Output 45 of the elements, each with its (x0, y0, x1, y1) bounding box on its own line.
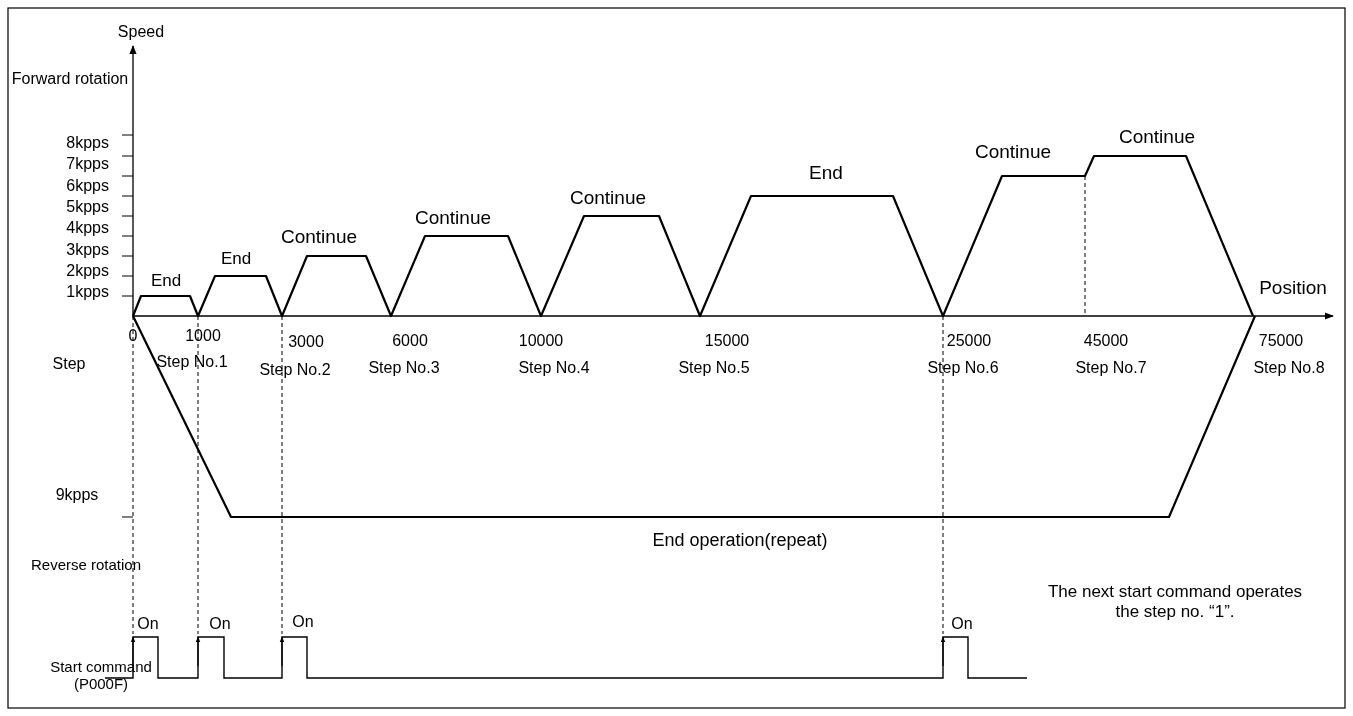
step-label: Step No.6 (927, 358, 999, 378)
position-value: 1000 (185, 326, 221, 346)
operation-label: Continue (974, 141, 1052, 163)
operation-label: Continue (569, 187, 647, 209)
tick-label: 1kpps (66, 282, 109, 302)
operation-label: Continue (1118, 126, 1196, 148)
position-value: 6000 (392, 331, 428, 351)
tick-label: 5kpps (66, 197, 109, 217)
step-label: Step No.5 (678, 358, 750, 378)
position-value: 3000 (288, 332, 324, 352)
step-label: Step No.2 (259, 360, 331, 380)
position-value: 25000 (946, 331, 992, 351)
step-label: Step No.4 (518, 358, 590, 378)
position-value: 75000 (1258, 331, 1304, 351)
tick-label: 7kpps (66, 154, 109, 174)
step-label: Step No.1 (156, 352, 228, 372)
operation-label: End (150, 271, 182, 291)
signal-state-label: On (292, 612, 314, 632)
row-label: Step (52, 354, 86, 374)
step-label: Step No.7 (1075, 358, 1147, 378)
step-label: Step No.3 (368, 358, 440, 378)
tick-label: 9kpps (55, 485, 99, 505)
operation-label: End (809, 162, 843, 184)
signal-state-label: On (951, 614, 973, 634)
tick-label: 8kpps (66, 133, 109, 153)
tick-label: 2kpps (66, 261, 109, 281)
position-value: 45000 (1083, 331, 1129, 351)
operation-label: Continue (280, 226, 358, 248)
operation-label: Continue (414, 207, 492, 229)
position-value: 15000 (704, 331, 750, 351)
tick-label: 3kpps (66, 240, 109, 260)
axis-label: Speed (117, 22, 165, 42)
signal-state-label: On (209, 614, 231, 634)
tick-label: 6kpps (66, 176, 109, 196)
step-label: Step No.8 (1253, 358, 1325, 378)
position-value: 0 (128, 326, 138, 346)
axis-label: Reverse rotation (30, 556, 142, 574)
axis-label: Forward rotation (11, 69, 129, 89)
note-text: The next start command operates the step no. “1”. (1046, 582, 1304, 622)
tick-label: 4kpps (66, 218, 109, 238)
operation-label: End operation(repeat) (652, 529, 828, 551)
signal-state-label: On (137, 614, 159, 634)
operation-label: End (220, 249, 252, 269)
axis-label: Position (1259, 277, 1327, 299)
position-value: 10000 (518, 331, 564, 351)
